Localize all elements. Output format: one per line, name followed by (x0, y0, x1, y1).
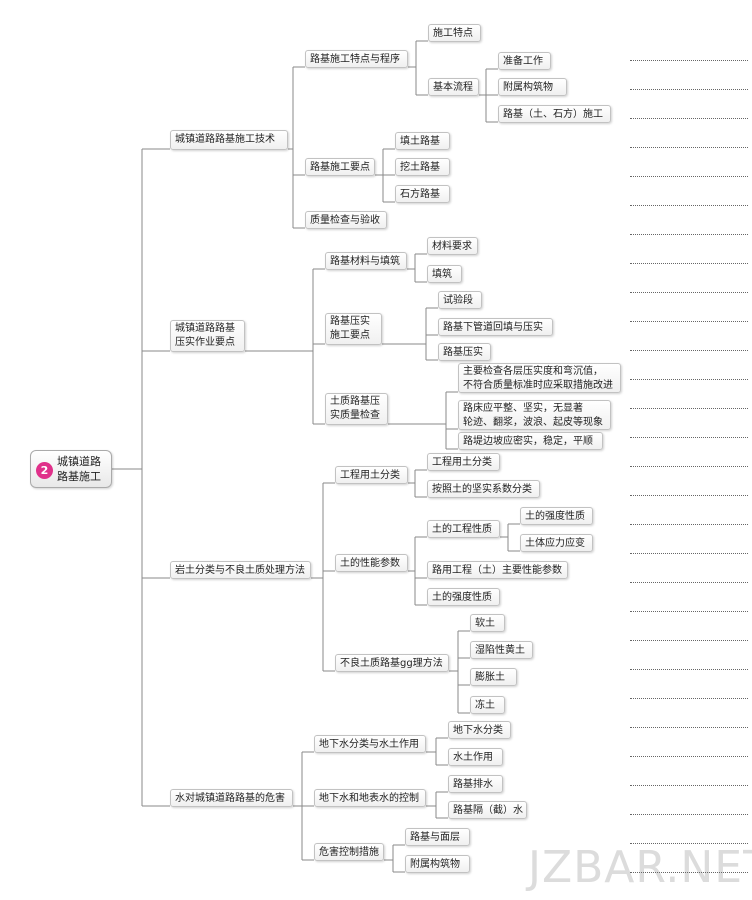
topic-level-1[interactable]: 城镇道路路基施工技术 (170, 130, 288, 150)
topic-level-3[interactable]: 附属构筑物 (405, 855, 470, 873)
topic-level-1[interactable]: 水对城镇道路路基的危害 (170, 789, 293, 807)
topic-level-3[interactable]: 路基与面层 (405, 828, 470, 846)
topic-level-3[interactable]: 湿陷性黄土 (470, 641, 533, 659)
topic-level-3[interactable]: 软土 (470, 614, 505, 632)
dotted-note-line (630, 466, 748, 467)
topic-level-2-line: 土质路基压 (330, 396, 380, 407)
topic-level-4[interactable]: 附属构筑物 (498, 78, 567, 96)
topic-level-4[interactable]: 路基（土、石方）施工 (498, 105, 611, 123)
topic-level-2[interactable]: 土质路基压实质量检查 (325, 393, 388, 425)
dotted-note-line (630, 437, 748, 438)
topic-level-3[interactable]: 路基排水 (448, 775, 503, 793)
topic-level-3-line: 不符合质量标准时应采取措施改进 (463, 380, 613, 391)
topic-level-3[interactable]: 试验段 (438, 291, 482, 309)
topic-level-3[interactable]: 膨胀土 (470, 668, 517, 686)
topic-level-2[interactable]: 地下水和地表水的控制 (314, 789, 426, 807)
watermark: JZBAR.NET (528, 842, 752, 893)
topic-level-3[interactable]: 路基下管道回填与压实 (438, 318, 553, 336)
dotted-note-line (630, 118, 748, 119)
topic-level-1[interactable]: 岩土分类与不良土质处理方法 (170, 561, 311, 579)
root-topic[interactable]: 2 城镇道路路基施工 (30, 450, 112, 488)
dotted-note-line (630, 147, 748, 148)
topic-level-1-line: 压实作业要点 (175, 337, 235, 348)
topic-level-3[interactable]: 石方路基 (395, 185, 450, 203)
topic-level-2-line: 实质量检查 (330, 410, 380, 421)
dotted-note-line (630, 176, 748, 177)
topic-level-3[interactable]: 路床应平整、坚实，无显著轮迹、翻浆，波浪、起皮等现象 (458, 400, 611, 430)
topic-level-2[interactable]: 路基压实施工要点 (325, 313, 382, 345)
topic-level-3[interactable]: 冻土 (470, 696, 505, 714)
topic-level-3[interactable]: 土的工程性质 (427, 520, 500, 538)
root-label-line: 路基施工 (57, 470, 101, 483)
topic-level-4[interactable]: 土体应力应变 (520, 534, 593, 552)
dotted-note-line (630, 321, 748, 322)
dotted-note-line (630, 872, 748, 873)
dotted-note-line (630, 205, 748, 206)
dotted-note-line (630, 611, 748, 612)
topic-level-3[interactable]: 挖土路基 (395, 158, 450, 176)
dotted-note-line (630, 292, 748, 293)
dotted-note-line (630, 582, 748, 583)
dotted-note-line (630, 785, 748, 786)
topic-level-3[interactable]: 路基压实 (438, 343, 491, 361)
dotted-note-line (630, 263, 748, 264)
topic-level-4[interactable]: 准备工作 (498, 52, 551, 70)
dotted-note-line (630, 89, 748, 90)
number-badge-icon: 2 (36, 462, 53, 479)
topic-level-2[interactable]: 地下水分类与水土作用 (314, 735, 426, 753)
dotted-note-line (630, 756, 748, 757)
dotted-note-line (630, 524, 748, 525)
topic-level-1-line: 城镇道路路基 (175, 323, 235, 334)
dotted-note-line (630, 379, 748, 380)
topic-level-4[interactable]: 土的强度性质 (520, 507, 593, 525)
topic-level-3[interactable]: 基本流程 (428, 78, 479, 96)
topic-level-2[interactable]: 工程用土分类 (335, 466, 408, 484)
dotted-note-line (630, 698, 748, 699)
topic-level-3-line: 轮迹、翻浆，波浪、起皮等现象 (463, 417, 603, 428)
topic-level-2[interactable]: 质量检查与验收 (305, 211, 387, 229)
topic-level-3[interactable]: 土的强度性质 (427, 588, 500, 606)
topic-level-3[interactable]: 材料要求 (427, 237, 478, 255)
topic-level-3[interactable]: 主要检查各层压实度和弯沉值， 不符合质量标准时应采取措施改进 (458, 363, 621, 393)
dotted-note-line (630, 234, 748, 235)
dotted-note-line (630, 669, 748, 670)
dotted-note-line (630, 553, 748, 554)
topic-level-3[interactable]: 地下水分类 (448, 721, 511, 739)
topic-level-3[interactable]: 填筑 (427, 265, 462, 283)
topic-level-3-line: 路床应平整、坚实，无显著 (463, 403, 583, 414)
topic-level-3[interactable]: 路堤边坡应密实，稳定，平顺 (458, 432, 603, 450)
topic-level-2[interactable]: 路基施工特点与程序 (305, 50, 408, 68)
topic-level-2[interactable]: 路基材料与填筑 (325, 252, 407, 270)
dotted-note-line (630, 727, 748, 728)
topic-level-2[interactable]: 土的性能参数 (335, 554, 408, 572)
topic-level-3[interactable]: 按照土的坚实系数分类 (427, 480, 540, 498)
topic-level-2-line: 施工要点 (330, 330, 370, 341)
dotted-note-line (630, 350, 748, 351)
topic-level-2[interactable]: 路基施工要点 (305, 158, 375, 176)
topic-level-3[interactable]: 填土路基 (395, 132, 450, 150)
topic-level-3-line: 主要检查各层压实度和弯沉值， (463, 366, 603, 377)
dotted-note-line (630, 495, 748, 496)
dotted-note-line (630, 843, 748, 844)
topic-level-3[interactable]: 施工特点 (428, 24, 481, 42)
dotted-note-line (630, 814, 748, 815)
topic-level-2-line: 路基压实 (330, 316, 370, 327)
dotted-note-line (630, 640, 748, 641)
topic-level-3[interactable]: 路基隔（截）水 (448, 801, 527, 819)
root-label-line: 城镇道路 (57, 455, 101, 468)
topic-level-1[interactable]: 城镇道路路基压实作业要点 (170, 320, 245, 352)
topic-level-3[interactable]: 路用工程（土）主要性能参数 (427, 561, 568, 579)
topic-level-3[interactable]: 工程用土分类 (427, 453, 500, 471)
topic-level-2[interactable]: 危害控制措施 (314, 843, 384, 861)
dotted-note-line (630, 60, 748, 61)
topic-level-3[interactable]: 水土作用 (448, 748, 503, 766)
dotted-note-line (630, 408, 748, 409)
topic-level-2[interactable]: 不良土质路基gg理方法 (335, 654, 449, 672)
